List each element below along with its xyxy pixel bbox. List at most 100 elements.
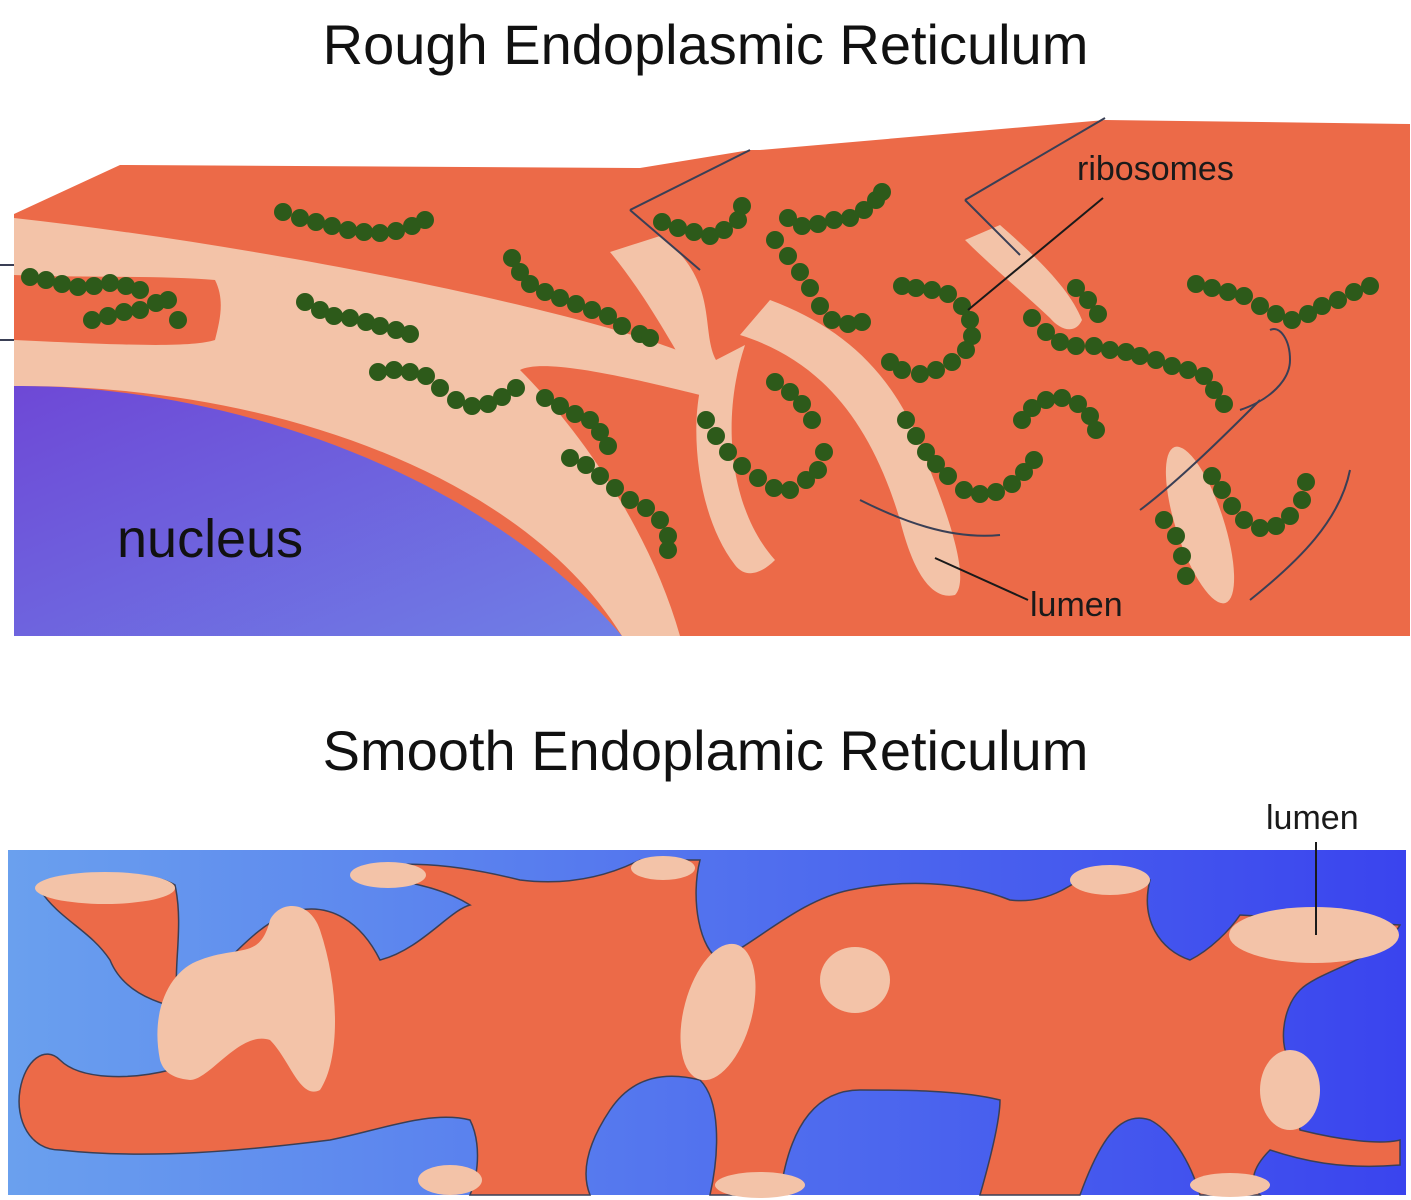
ribosome [765,479,783,497]
ribosome [1051,333,1069,351]
ribosome [447,391,465,409]
ribosome [1079,291,1097,309]
ribosome [1187,275,1205,293]
ribosome [83,311,101,329]
ribosome [385,361,403,379]
ribosome [416,211,434,229]
ribosome [907,279,925,297]
smooth-er-title: Smooth Endoplamic Reticulum [322,719,1089,782]
ribosome [591,423,609,441]
ribosome [797,471,815,489]
ribosome [823,311,841,329]
ribosome [651,511,669,529]
ribosome [99,307,117,325]
ribosome [779,247,797,265]
ribosome [809,461,827,479]
ribosome [637,499,655,517]
ribosome [961,311,979,329]
ribosome [1213,481,1231,499]
ribosome [463,397,481,415]
ribosome [927,455,945,473]
ribosome [841,209,859,227]
cisterna-lumen [740,300,961,596]
ribosome [1219,283,1237,301]
ribosome [719,443,737,461]
ribosome [815,443,833,461]
ribosome [1023,309,1041,327]
ribosome [1081,407,1099,425]
ribosome [521,275,539,293]
ribosome [339,221,357,239]
ribosome [791,263,809,281]
ribosome [893,277,911,295]
ribosome [1235,287,1253,305]
ribosome [917,443,935,461]
ribosome [697,411,715,429]
ribosome [729,211,747,229]
ribosome [387,222,405,240]
ribosome [733,457,751,475]
ribosome [1195,367,1213,385]
ribosome [953,297,971,315]
lumen-label-rough: lumen [1030,586,1123,624]
ribosome [101,274,119,292]
cisterna-lumen [965,225,1082,330]
ribosome [551,289,569,307]
ribosome [307,213,325,231]
ribosome [274,203,292,221]
ribosome [1179,361,1197,379]
ribosome [707,427,725,445]
ribosome [939,285,957,303]
ribosome [1203,279,1221,297]
nuclear-envelope-lumen [14,218,700,636]
ribosome [963,327,981,345]
membrane-outlines [0,117,1351,601]
ribosome [811,297,829,315]
ribosomes-label: ribosomes [1077,150,1234,188]
ribosome [1223,497,1241,515]
ribosome [1037,323,1055,341]
cisterna-lumen [1165,446,1235,604]
ribosome [53,275,71,293]
ribosome [371,224,389,242]
ribosome [1361,277,1379,295]
ribosome [401,363,419,381]
ribosome [323,217,341,235]
ribosome [1203,467,1221,485]
ribosome [1167,527,1185,545]
ribosome [1293,491,1311,509]
ribosome [1003,475,1021,493]
ribosome [911,365,929,383]
ribosome [1101,341,1119,359]
ribosome [873,183,891,201]
ribosome [1053,389,1071,407]
ribosome [401,325,419,343]
ribosome [809,215,827,233]
ribosome [566,405,584,423]
lumen-label-smooth: lumen [1266,799,1359,837]
ribosome [881,353,899,371]
ribosome [1205,381,1223,399]
ribosome [939,467,957,485]
ribosome [659,541,677,559]
ribosome [1025,451,1043,469]
ribosome [503,249,521,267]
ribosome [85,277,103,295]
ribosome [766,373,784,391]
ribosome [117,277,135,295]
ribosome [37,271,55,289]
ribosome [1087,421,1105,439]
ribosome [599,307,617,325]
ribosome [955,481,973,499]
ribosome [606,479,624,497]
ribosome [1177,567,1195,585]
ribosome [825,211,843,229]
ribosome [669,219,687,237]
ribosome [927,361,945,379]
ribosome [987,483,1005,501]
ribosome [561,449,579,467]
ribosome [701,227,719,245]
ribosome [479,395,497,413]
ribosome [839,315,857,333]
ribosome [659,527,677,545]
